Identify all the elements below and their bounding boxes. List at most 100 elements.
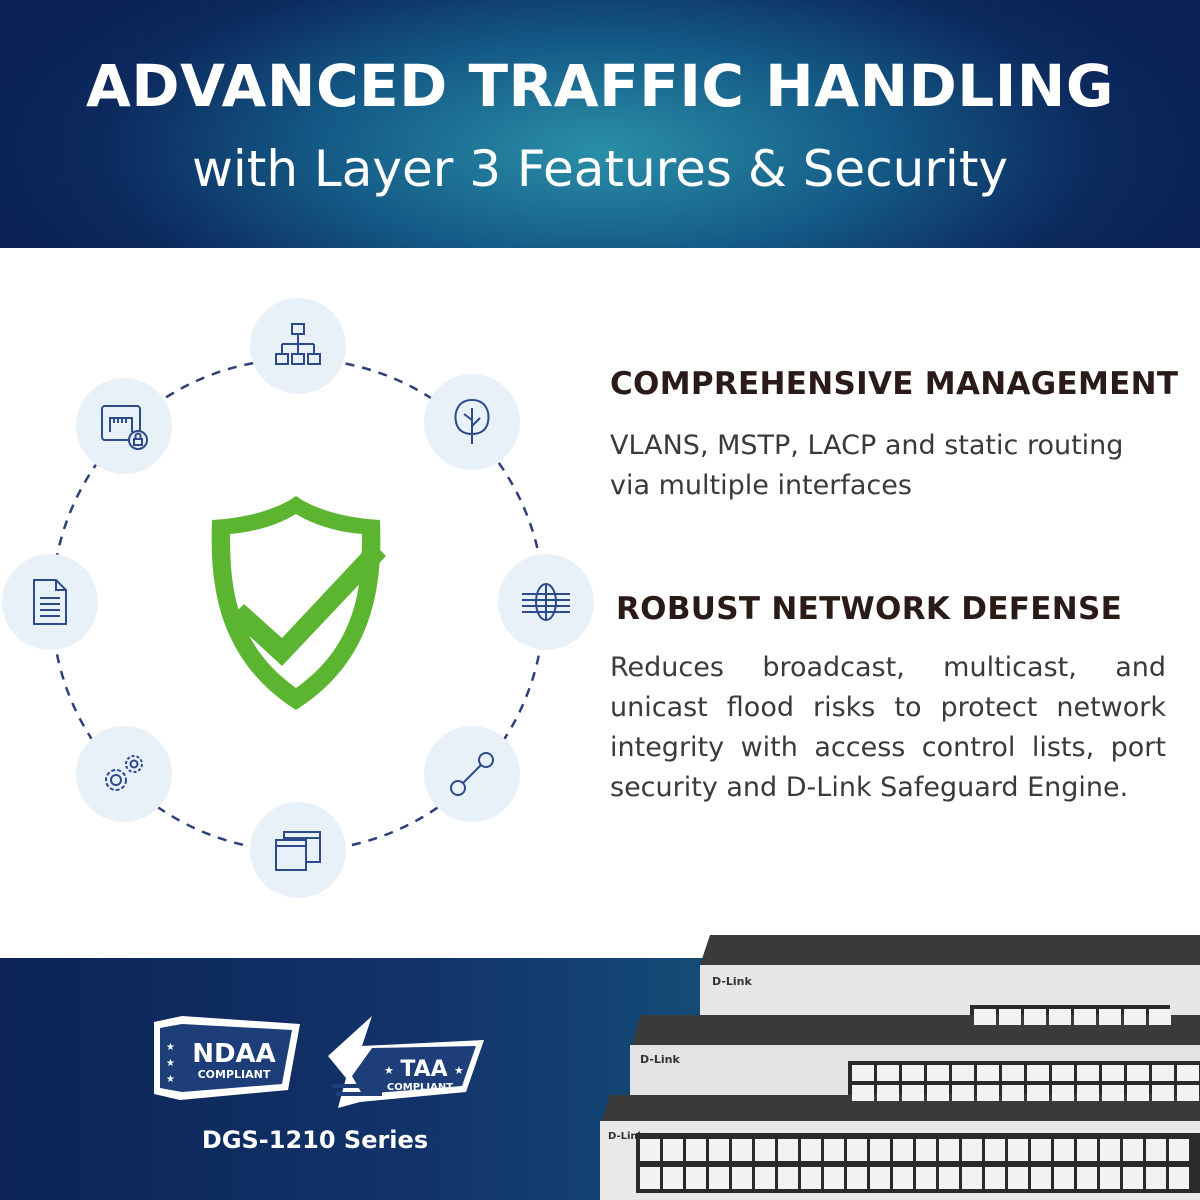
gears-icon-node [76, 726, 172, 822]
ethernet-port [824, 1139, 844, 1161]
hierarchy-icon [275, 323, 321, 365]
ethernet-port [893, 1167, 913, 1189]
ethernet-port [852, 1085, 874, 1101]
ethernet-port [962, 1139, 982, 1161]
ethernet-port [640, 1139, 660, 1161]
ethernet-port [847, 1167, 867, 1189]
windows-icon-node [250, 802, 346, 898]
shield-check-icon [211, 496, 386, 710]
ethernet-port [1123, 1139, 1143, 1161]
ethernet-port [1027, 1085, 1049, 1101]
ethernet-port [709, 1167, 729, 1189]
ethernet-port [1027, 1065, 1049, 1081]
ethernet-port [1074, 1009, 1096, 1025]
ethernet-port [916, 1139, 936, 1161]
svg-text:★: ★ [166, 1042, 175, 1053]
ethernet-port [1124, 1009, 1146, 1025]
ethernet-port [1127, 1065, 1149, 1081]
windows-icon [275, 831, 321, 871]
switch-stack-image: D-Link D-Link D-Link [600, 935, 1200, 1200]
ethernet-port [1177, 1065, 1199, 1081]
svg-text:★: ★ [384, 1064, 394, 1077]
link-icon [450, 752, 494, 796]
svg-text:★: ★ [166, 1074, 175, 1085]
ethernet-port [824, 1167, 844, 1189]
series-label: DGS-1210 Series [201, 1126, 429, 1154]
ethernet-port [952, 1065, 974, 1081]
ethernet-port [1008, 1167, 1028, 1189]
brand-label-bottom: D-Link [608, 1131, 645, 1142]
ethernet-port [939, 1139, 959, 1161]
ethernet-port [1169, 1167, 1189, 1189]
globe-lines-icon [522, 583, 570, 621]
brand-label-middle: D-Link [640, 1053, 681, 1066]
ndaa-badge: ★ ★ ★ NDAA COMPLIANT [154, 1016, 300, 1100]
features-panel: COMPREHENSIVE MANAGEMENT VLANS, MSTP, LA… [610, 248, 1178, 958]
link-icon-node [424, 726, 520, 822]
ethernet-port [755, 1167, 775, 1189]
ethernet-port [1146, 1139, 1166, 1161]
ethernet-port [877, 1065, 899, 1081]
taa-sub: COMPLIANT [387, 1082, 453, 1093]
ethernet-port [732, 1139, 752, 1161]
header-banner: ADVANCED TRAFFIC HANDLING with Layer 3 F… [0, 0, 1200, 248]
ethernet-port [1146, 1167, 1166, 1189]
ethernet-port [1024, 1009, 1046, 1025]
ethernet-port [1002, 1085, 1024, 1101]
ethernet-port [916, 1167, 936, 1189]
ethernet-port [778, 1139, 798, 1161]
brand-label-top: D-Link [712, 975, 753, 988]
ethernet-port [709, 1139, 729, 1161]
ethernet-port [893, 1139, 913, 1161]
port-grid [640, 1009, 1199, 1189]
ethernet-port [952, 1085, 974, 1101]
document-icon [33, 579, 67, 625]
tree-icon-node [424, 374, 520, 470]
feature-title-defense: ROBUST NETWORK DEFENSE [616, 591, 1123, 627]
ethernet-port [755, 1139, 775, 1161]
ethernet-port [640, 1167, 660, 1189]
page-subtitle: with Layer 3 Features & Security [191, 140, 1009, 198]
feature-body-management: VLANS, MSTP, LACP and static routing via… [610, 426, 1170, 506]
ethernet-port [1127, 1085, 1149, 1101]
ethernet-port [1149, 1009, 1171, 1025]
ethernet-port [1100, 1167, 1120, 1189]
ethernet-port [974, 1009, 996, 1025]
feature-line: via multiple interfaces [610, 470, 912, 501]
ethernet-port [1077, 1085, 1099, 1101]
page-title: ADVANCED TRAFFIC HANDLING [86, 52, 1114, 120]
ethernet-lock-icon [101, 405, 148, 450]
ethernet-port [847, 1139, 867, 1161]
ethernet-port [1102, 1085, 1124, 1101]
ethernet-port [927, 1065, 949, 1081]
ethernet-port [977, 1085, 999, 1101]
svg-text:★: ★ [166, 1058, 175, 1069]
tree-icon [454, 398, 490, 444]
ethernet-port [1077, 1139, 1097, 1161]
ethernet-port [870, 1139, 890, 1161]
ethernet-port [939, 1167, 959, 1189]
ethernet-port [977, 1065, 999, 1081]
ethernet-port [1169, 1139, 1189, 1161]
ethernet-port [1077, 1167, 1097, 1189]
ethernet-port [801, 1167, 821, 1189]
taa-badge: ★ ★ TAA COMPLIANT [328, 1016, 484, 1108]
ethernet-port [1099, 1009, 1121, 1025]
ethernet-port [1077, 1065, 1099, 1081]
ethernet-port [1102, 1065, 1124, 1081]
ethernet-port [1177, 1085, 1199, 1101]
ethernet-port [962, 1167, 982, 1189]
ethernet-port [902, 1065, 924, 1081]
ethernet-port [902, 1085, 924, 1101]
ethernet-port [1031, 1139, 1051, 1161]
taa-main: TAA [400, 1057, 447, 1082]
ethernet-port [686, 1139, 706, 1161]
svg-text:★: ★ [454, 1064, 464, 1077]
hierarchy-icon-node [250, 298, 346, 394]
ethernet-port [985, 1139, 1005, 1161]
feature-title-management: COMPREHENSIVE MANAGEMENT [610, 366, 1179, 402]
ethernet-port [870, 1167, 890, 1189]
ethernet-port [663, 1167, 683, 1189]
ethernet-port [1152, 1065, 1174, 1081]
ethernet-port [732, 1167, 752, 1189]
